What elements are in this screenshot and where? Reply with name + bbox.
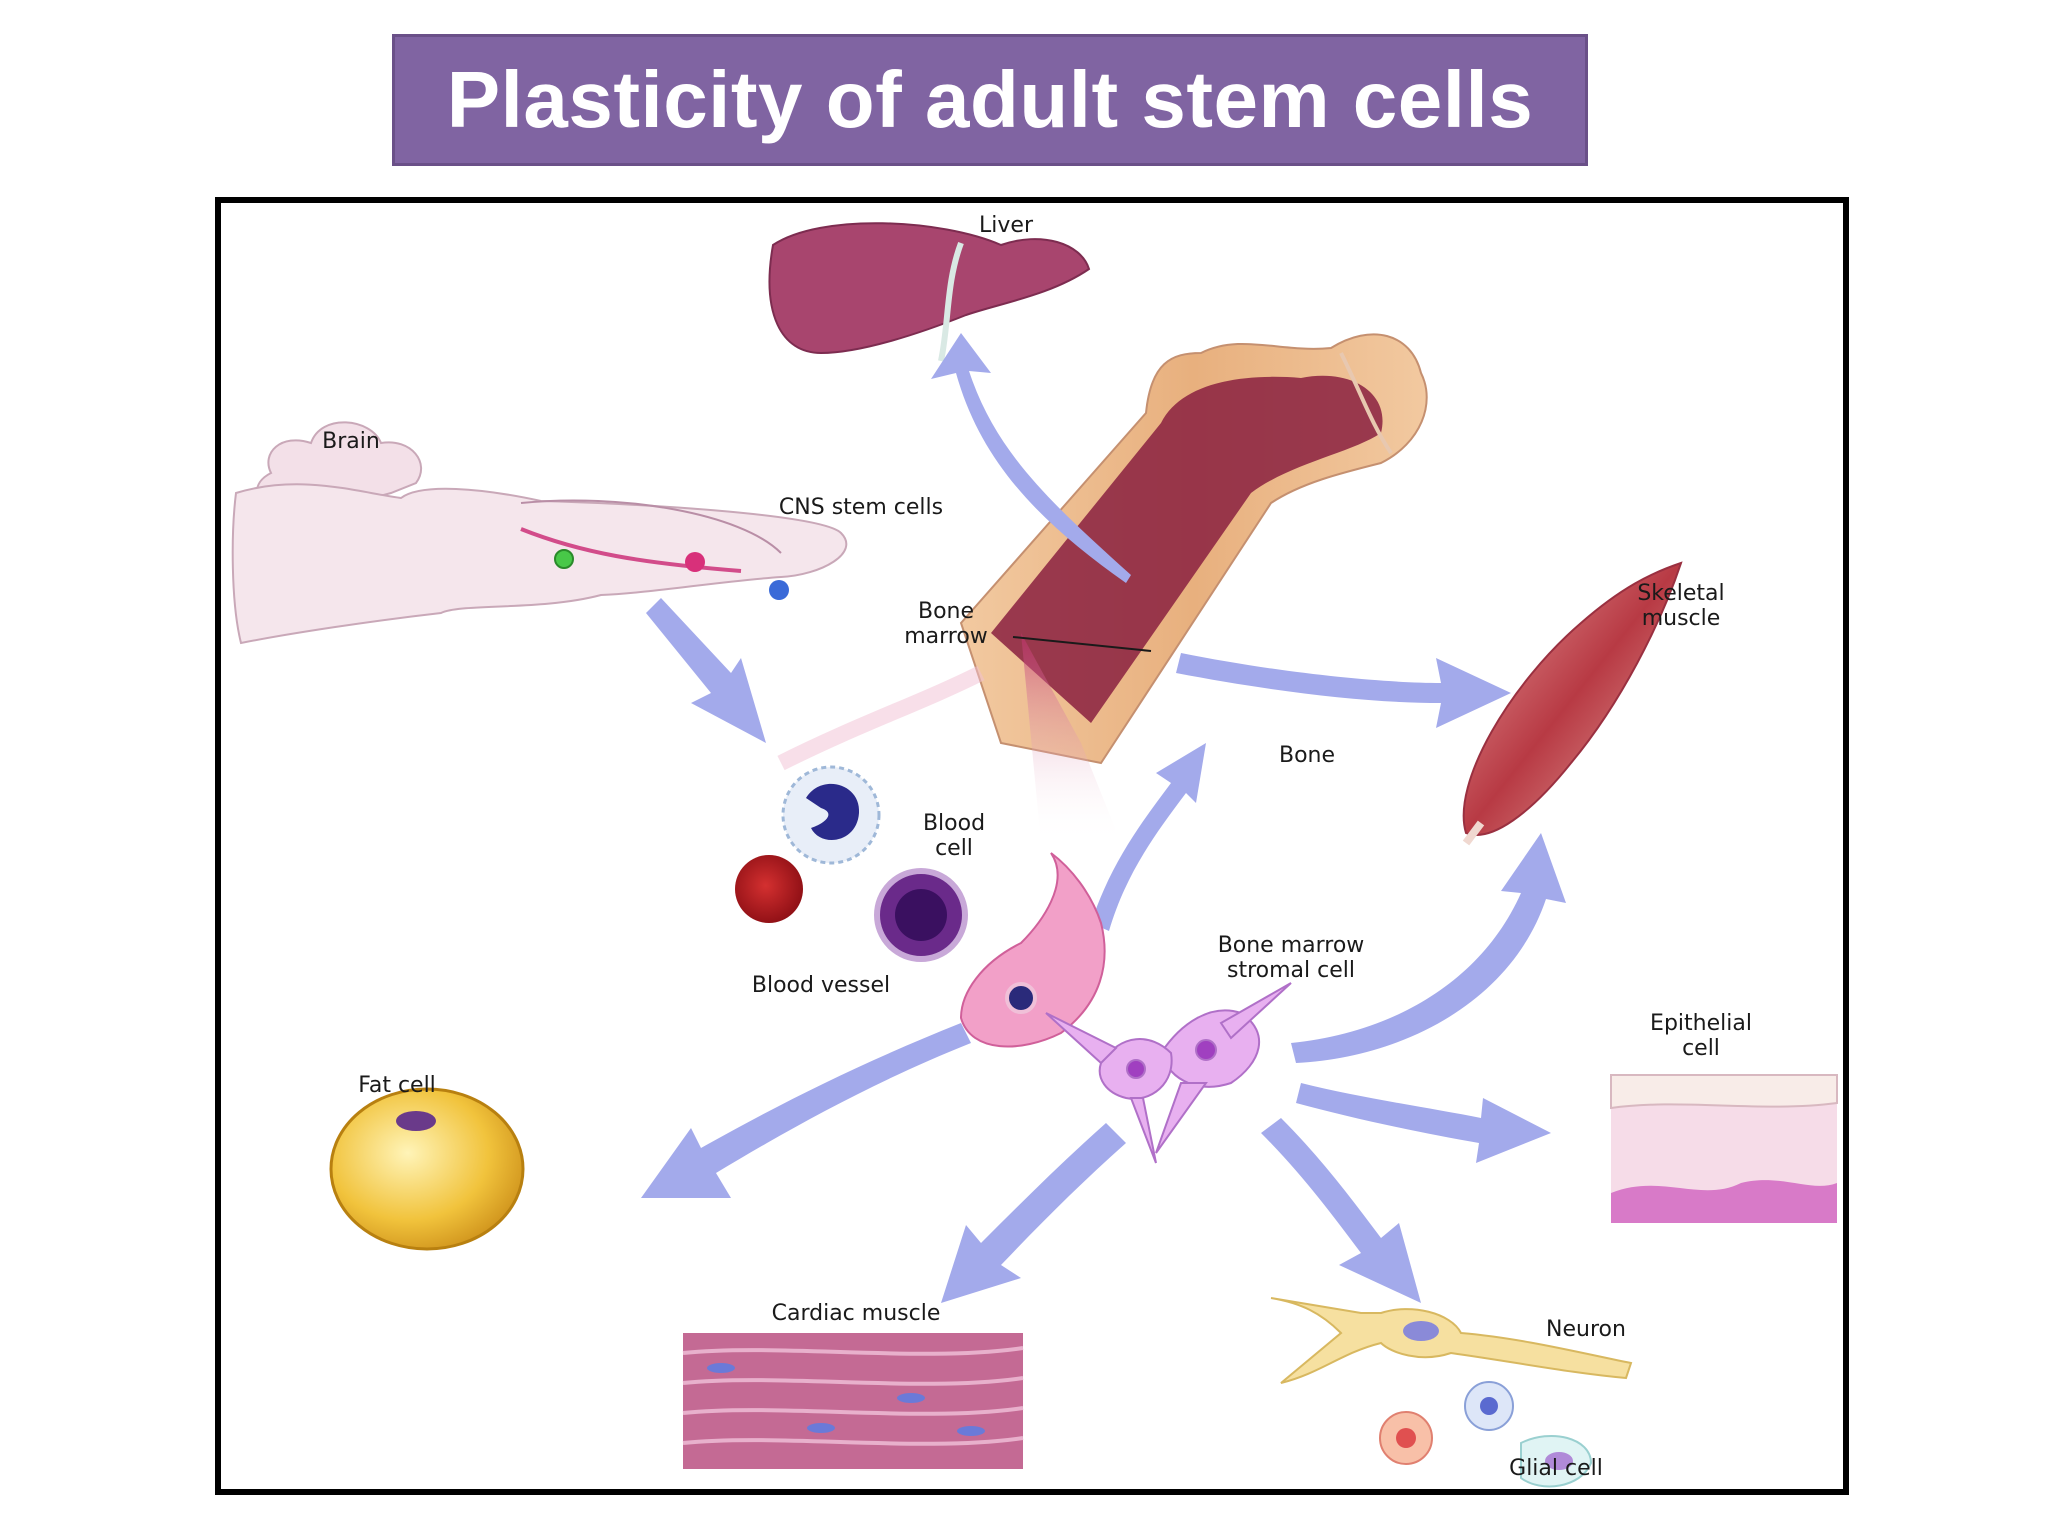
- label-glial-cell: Glial cell: [1509, 1456, 1603, 1481]
- label-blood-vessel: Blood vessel: [751, 973, 891, 998]
- neuron-illustration: [1270, 1297, 1633, 1384]
- label-bone: Bone: [1278, 743, 1336, 768]
- stromal-cells-illustration: [1045, 982, 1292, 1164]
- brain-illustration: [231, 421, 848, 645]
- label-skeletal-muscle: Skeletal muscle: [1637, 581, 1725, 631]
- cardiac-muscle-illustration: [682, 1333, 1024, 1469]
- skeletal-muscle-illustration: [1462, 561, 1683, 846]
- differentiation-arrows: [641, 333, 1566, 1303]
- title-banner: Plasticity of adult stem cells: [392, 34, 1588, 166]
- blood-cells-illustration: [735, 765, 968, 962]
- label-fat-cell: Fat cell: [358, 1073, 436, 1098]
- diagram-canvas: [231, 222, 1838, 1488]
- glial-cell-illustration: [1379, 1381, 1593, 1488]
- label-blood-cell: Blood cell: [922, 811, 986, 861]
- label-liver: Liver: [979, 213, 1033, 238]
- label-neuron: Neuron: [1546, 1317, 1626, 1342]
- liver-illustration: [768, 222, 1091, 362]
- label-cns-stem-cells: CNS stem cells: [778, 495, 944, 520]
- blood-vessel-illustration: [959, 852, 1106, 1048]
- label-bone-marrow: Bone marrow: [904, 599, 988, 649]
- diagram-frame: Liver Brain CNS stem cells Bone marrow S…: [215, 197, 1849, 1495]
- slide-title: Plasticity of adult stem cells: [446, 55, 1534, 144]
- epithelial-tissue-illustration: [1610, 1074, 1838, 1223]
- label-brain: Brain: [322, 429, 380, 454]
- label-cardiac-muscle: Cardiac muscle: [771, 1301, 941, 1326]
- bone-marrow-leader-line: [1012, 636, 1152, 652]
- bone-illustration: [777, 333, 1428, 843]
- label-epithelial-cell: Epithelial cell: [1650, 1011, 1752, 1061]
- label-bone-marrow-stromal-cell: Bone marrow stromal cell: [1217, 933, 1365, 983]
- fat-cell-illustration: [329, 1087, 525, 1251]
